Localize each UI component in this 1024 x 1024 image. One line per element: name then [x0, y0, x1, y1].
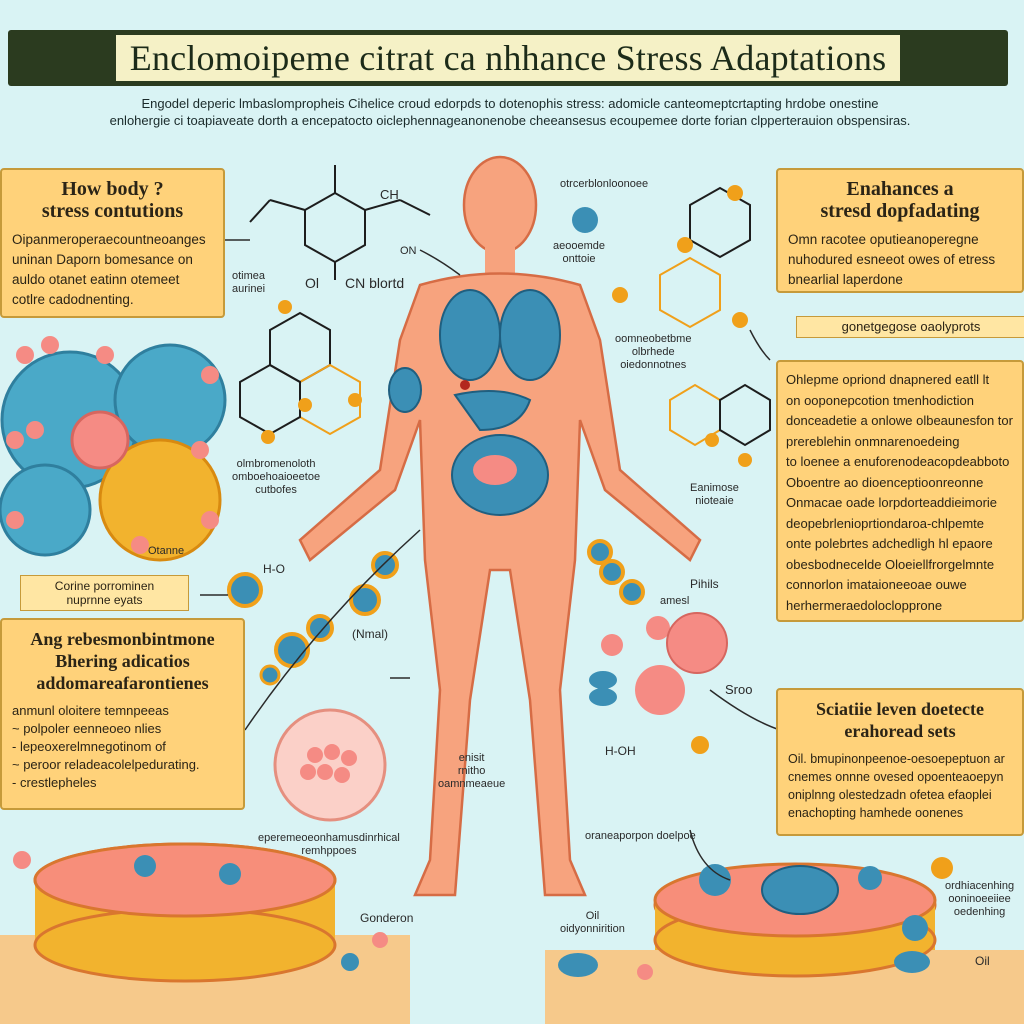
panel-top-right-body: Omn racotee oputieanoperegne nuhodured e…	[788, 232, 996, 287]
label-top-mid-sub: aeooemde onttoie	[553, 240, 605, 265]
human-body-figure	[298, 155, 702, 897]
panel-bottom-left: Ang rebesmonbintmone Bhering adicatios a…	[0, 618, 245, 810]
label-right-mid: Eanimose nioteaie	[690, 482, 739, 507]
label-phils: Pihils	[690, 577, 719, 591]
panel-top-left-body: Oipanmeroperaecountneoanges uninan Dapor…	[12, 232, 206, 307]
panel-top-left-title: How body ? stress contutions	[41, 178, 184, 222]
molecule-structure-1	[249, 165, 431, 280]
label-gonder: Gonderon	[360, 911, 414, 925]
molecule-structure-3	[572, 185, 751, 329]
label-mol1-top: CH	[380, 187, 399, 202]
label-oh: Oil oidyonnirition	[560, 910, 625, 935]
panel-top-left: How body ? stress contutions Oipanmerope…	[0, 168, 225, 318]
panel-top-right: Enahances a stresd dopfadating Omn racot…	[776, 168, 1024, 293]
label-cells-bottom: eperemeoeonhamusdinrhical remhppoes	[258, 832, 400, 857]
fat-cells-cluster	[273, 708, 387, 822]
panel-mid-right-body: Ohlepme opriond dnapnered eatll lt on oo…	[786, 372, 1013, 613]
molecule-structure-4	[669, 383, 771, 467]
label-mol1-right: CN blortd	[345, 275, 405, 291]
connector-lines	[200, 239, 781, 881]
label-right-mol-under: oomneobetbme olbrhede oiedonnotnes	[615, 333, 692, 371]
tissue-disc-right	[545, 857, 1024, 1024]
label-mol1-side: otimea aurinei	[232, 270, 266, 295]
label-noimal: (Nmal)	[352, 627, 388, 641]
label-mol2-under: olmbromenoloth omboehoaioeetoe cutbofes	[232, 458, 321, 496]
tissue-disc-left	[0, 842, 410, 1024]
molecule-structure-2	[239, 300, 362, 444]
immune-cells-cluster	[0, 336, 227, 562]
label-center: enisit rnitho oamnmeaeue	[438, 752, 506, 790]
label-ho: H-O	[263, 562, 285, 576]
label-cells: Otanne	[148, 545, 185, 557]
panel-bottom-right-title: Sciatiie leven doetecte erahoread sets	[816, 699, 984, 741]
panel-mid-left-label: Corine porrominen nuprnne eyats	[20, 575, 189, 611]
subtitle-line-1: Engodel deperic lmbaslompropheis Cihelic…	[141, 96, 879, 111]
label-mol1-stub: ON	[400, 245, 417, 257]
label-hoh: H-OH	[605, 744, 636, 758]
panel-bottom-right: Sciatiie leven doetecte erahoread sets O…	[776, 688, 1024, 836]
panel-mid-right-header: gonetgegose oaolyprots	[796, 316, 1024, 338]
panel-bottom-left-title: Ang rebesmonbintmone Bhering adicatios a…	[30, 629, 215, 693]
label-top-mid: otrcerblonloonoee	[560, 178, 649, 190]
panel-mid-right: Ohlepme opriond dnapnered eatll lt on oo…	[776, 360, 1024, 622]
page-title: Enclomoipeme citrat ca nhhance Stress Ad…	[115, 35, 901, 81]
label-stroo: Sroo	[725, 682, 753, 697]
label-right-bottom-text: ordhiacenhing ooninoeeiiee oedenhing	[945, 880, 1015, 918]
panel-bottom-left-body: anmunl oloitere temnpeeas ~ polpoler een…	[12, 703, 200, 790]
label-bottom-right-corner: Oil	[975, 954, 990, 968]
label-right-bottom-mol: oraneaporpon doelpoe	[585, 830, 696, 842]
panel-top-right-title: Enahances a stresd dopfadating	[820, 178, 980, 222]
label-amesl: amesl	[660, 595, 690, 607]
subtitle-line-2: enlohergie ci toapiaveate dorth a encepa…	[109, 113, 911, 128]
panel-bottom-right-body: Oil. bmupinonpeenoe-oesoepeptuon ar cnem…	[788, 752, 1005, 820]
label-mol1-left: Ol	[305, 275, 319, 291]
molecule-spheres	[227, 539, 728, 754]
title-banner: Enclomoipeme citrat ca nhhance Stress Ad…	[8, 30, 1008, 86]
subtitle: Engodel deperic lmbaslompropheis Cihelic…	[10, 95, 1010, 129]
